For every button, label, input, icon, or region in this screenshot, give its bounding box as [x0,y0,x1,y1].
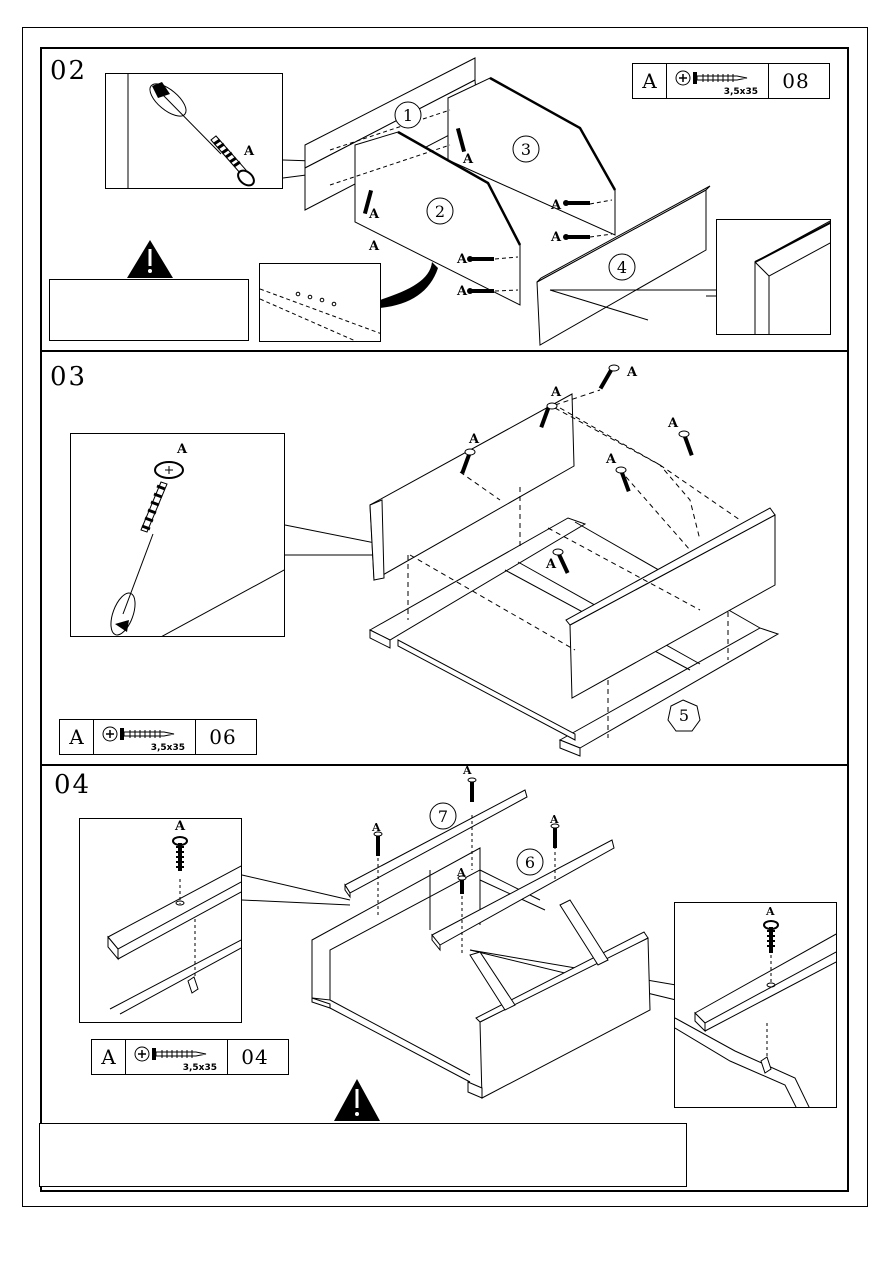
screw-icon [763,920,779,953]
warning-note-box [49,279,249,341]
screw-icon [140,461,184,533]
legend-letter: A [60,720,94,754]
svg-text:A: A [550,230,562,245]
fastener-label: A [244,144,255,159]
fastener-label: A [175,819,186,834]
screw-icon [373,777,560,894]
screw-size: 3,5x35 [182,1063,217,1073]
screw-detail-drawing [127,74,255,188]
warning-note-box [39,1123,687,1187]
part-number: 3 [521,140,531,159]
hole-detail-inset [259,263,381,342]
svg-text:A: A [456,252,468,267]
svg-text:A: A [545,557,557,572]
svg-text:A: A [368,239,380,254]
legend-screw-cell: 3,5x35 [126,1040,228,1074]
rail-detail-inset: A [79,818,242,1023]
legend-screw-cell: 3,5x35 [94,720,196,754]
screw-detail-drawing [110,461,284,636]
svg-text:A: A [549,813,559,826]
legend-quantity: 08 [782,69,810,93]
rail-detail-drawing [675,920,836,1107]
screw-size: 3,5x35 [150,743,185,753]
hole-detail-drawing [260,288,380,341]
svg-text:A: A [468,432,480,447]
fastener-legend: A 3,5x35 06 [59,719,257,755]
step-number: 02 [50,56,88,86]
warning-triangle-icon [127,240,173,278]
screw-icon [134,1046,207,1062]
screw-detail-inset: A [105,73,283,189]
svg-text:A: A [371,821,381,834]
fastener-legend: A 3,5x35 08 [632,63,830,99]
svg-text:A: A [456,866,466,879]
screw-detail-inset: A [70,433,285,637]
step-04-panel [40,764,849,1192]
svg-text:A: A [550,198,562,213]
fastener-label: A [177,442,188,457]
fastener-label: A [766,905,775,918]
screw-icon [675,70,748,86]
rail-detail-drawing [107,836,241,1015]
screw-icon [460,364,694,574]
part-number: 5 [679,706,689,725]
part-number: 1 [403,106,413,125]
svg-text:A: A [368,207,380,222]
svg-text:A: A [667,416,679,431]
screw-icon [362,127,590,294]
legend-screw-cell: 3,5x35 [667,64,769,98]
fastener-legend: A 3,5x35 04 [91,1039,289,1075]
screw-icon [102,726,175,742]
part-number: 4 [617,258,627,277]
rail-detail-inset: A [674,902,837,1108]
warning-triangle-icon [334,1079,380,1121]
legend-letter: A [92,1040,126,1074]
edge-detail-inset [716,219,831,335]
svg-text:A: A [462,764,472,777]
svg-text:A: A [462,152,474,167]
svg-text:A: A [605,452,617,467]
step-number: 03 [50,362,88,392]
part-number: 7 [438,807,448,826]
legend-quantity: 04 [241,1045,269,1069]
svg-text:A: A [550,385,562,400]
step-number: 04 [54,770,92,800]
legend-letter: A [633,64,667,98]
legend-quantity: 06 [209,725,237,749]
page-frame [22,27,868,1207]
screw-icon [172,836,188,871]
screw-icon [210,135,255,187]
svg-text:A: A [626,365,638,380]
svg-text:A: A [456,284,468,299]
part-number: 2 [435,202,445,221]
screw-size: 3,5x35 [723,87,758,97]
edge-detail-drawing [754,220,830,334]
part-number: 6 [525,853,535,872]
